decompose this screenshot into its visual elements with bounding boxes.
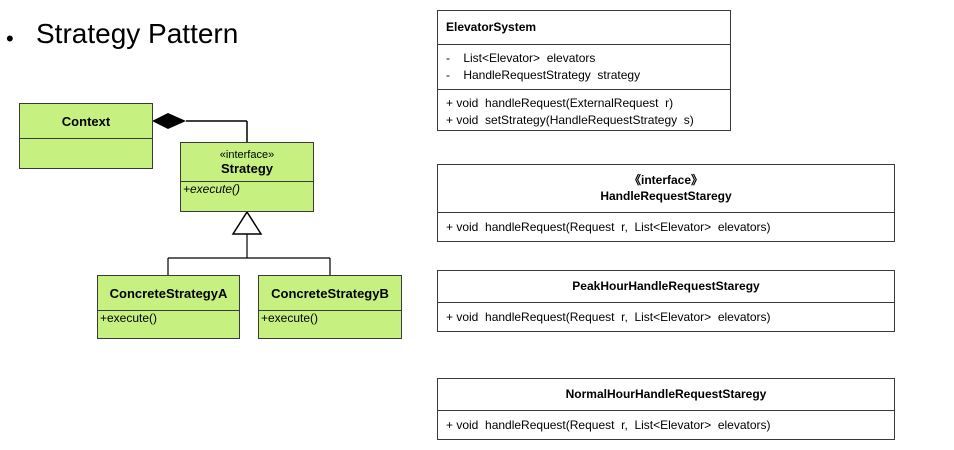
strategy-interface: «interface» Strategy +execute() [180, 142, 314, 212]
elevator-system-attr-strategy: - HandleRequestStrategy strategy [446, 68, 641, 82]
bullet-marker: • [6, 26, 14, 51]
normal-hour-strategy-class: NormalHourHandleRequestStaregy + void ha… [437, 378, 895, 440]
concrete-b-name: ConcreteStrategyB [259, 276, 401, 311]
elevator-system-op-handle: + void handleRequest(ExternalRequest r) [446, 96, 674, 110]
context-class: Context [19, 103, 153, 169]
elevator-system-name: ElevatorSystem [446, 20, 537, 34]
generalization-triangle [231, 210, 263, 235]
peak-hour-strategy-class: PeakHourHandleRequestStaregy + void hand… [437, 270, 895, 332]
handle-request-name: HandleRequestStaregy [600, 189, 732, 203]
strategy-operation: +execute() [183, 182, 241, 196]
elevator-system-class: ElevatorSystem - List<Elevator> elevator… [437, 10, 731, 131]
peak-hour-name: PeakHourHandleRequestStaregy [572, 279, 760, 293]
normal-hour-name: NormalHourHandleRequestStaregy [565, 387, 767, 401]
strategy-name: Strategy [220, 160, 274, 176]
elevator-system-op-set: + void setStrategy(HandleRequestStrategy… [446, 113, 694, 127]
concrete-strategy-a: ConcreteStrategyA +execute() [97, 275, 240, 339]
concrete-a-operation: +execute() [100, 311, 158, 325]
strategy-header: «interface» Strategy [181, 143, 313, 182]
elevator-system-attributes: - List<Elevator> elevators - HandleReque… [438, 44, 730, 89]
concrete-strategy-b: ConcreteStrategyB +execute() [258, 275, 402, 339]
handle-request-stereotype: 《interface》 [628, 173, 704, 187]
handle-request-operation: + void handleRequest(Request r, List<Ele… [438, 212, 894, 241]
concrete-a-name: ConcreteStrategyA [98, 276, 239, 311]
concrete-b-operation: +execute() [261, 311, 319, 325]
handle-request-header: 《interface》 HandleRequestStaregy [438, 165, 894, 212]
context-class-name: Context [20, 104, 152, 139]
composition-diamond [152, 113, 186, 129]
handle-request-strategy-interface: 《interface》 HandleRequestStaregy + void … [437, 164, 895, 242]
elevator-system-operations: + void handleRequest(ExternalRequest r) … [438, 89, 730, 134]
slide-title: Strategy Pattern [36, 18, 239, 49]
normal-hour-operation: + void handleRequest(Request r, List<Ele… [438, 410, 894, 439]
peak-hour-operation: + void handleRequest(Request r, List<Ele… [438, 302, 894, 331]
elevator-system-attr-elevators: - List<Elevator> elevators [446, 51, 596, 65]
strategy-stereotype: «interface» [219, 148, 275, 161]
